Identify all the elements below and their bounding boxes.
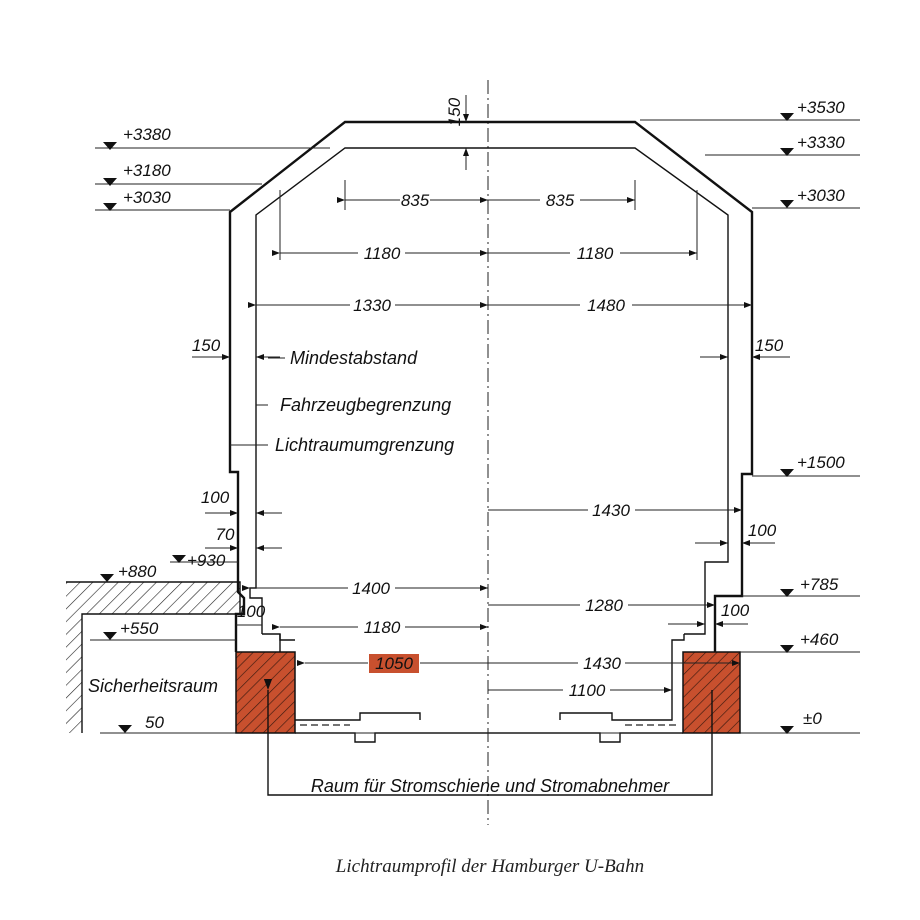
dim-1180-low: 1180 bbox=[364, 618, 401, 637]
current-rail-space-left bbox=[235, 651, 296, 734]
figure-caption: Lichtraumprofil der Hamburger U-Bahn bbox=[335, 856, 644, 877]
dim-835-right: 835 bbox=[546, 191, 575, 210]
label-mindestabstand: Mindestabstand bbox=[290, 348, 418, 368]
label-lichtraumumgrenzung: Lichtraumumgrenzung bbox=[275, 435, 454, 455]
dim-1330: 1330 bbox=[353, 296, 391, 315]
dim-1400: 1400 bbox=[352, 579, 390, 598]
dim-150-left: 150 bbox=[192, 336, 221, 355]
dimension-lines bbox=[192, 95, 790, 693]
clearance-outline bbox=[228, 120, 754, 652]
dim-835-left: 835 bbox=[401, 191, 430, 210]
level-left-930: +930 bbox=[187, 551, 226, 570]
level-right-785: +785 bbox=[800, 575, 839, 594]
dim-100-left: 100 bbox=[201, 488, 230, 507]
level-right-460: +460 bbox=[800, 630, 839, 649]
level-left-3180: +3180 bbox=[123, 161, 171, 180]
level-lines-right bbox=[640, 119, 860, 653]
level-right-3330: +3330 bbox=[797, 133, 845, 152]
dim-1180-left: 1180 bbox=[364, 244, 401, 263]
level-left-880: +880 bbox=[118, 562, 157, 581]
level-left-50: 50 bbox=[145, 713, 164, 732]
level-left-3030: +3030 bbox=[123, 188, 171, 207]
dim-100-right: 100 bbox=[748, 521, 777, 540]
dim-100-ledge: 100 bbox=[237, 602, 266, 621]
dim-1050: 1050 bbox=[375, 654, 413, 673]
dim-top-150: 150 bbox=[445, 97, 464, 126]
level-markers-left bbox=[100, 142, 186, 733]
label-fahrzeugbegrenzung: Fahrzeugbegrenzung bbox=[280, 395, 451, 415]
level-right-0: ±0 bbox=[803, 709, 822, 728]
dim-1050-highlight bbox=[369, 654, 419, 673]
level-lines-left bbox=[90, 147, 330, 641]
platform-structure bbox=[66, 581, 241, 733]
dim-1180-right: 1180 bbox=[577, 244, 614, 263]
level-right-1500: +1500 bbox=[797, 453, 845, 472]
dim-1100: 1100 bbox=[569, 681, 606, 700]
level-left-550: +550 bbox=[120, 619, 159, 638]
level-right-3030: +3030 bbox=[797, 186, 845, 205]
track-bed bbox=[295, 732, 683, 743]
vehicle-outline bbox=[249, 147, 729, 635]
dim-1480: 1480 bbox=[587, 296, 625, 315]
dim-70-left: 70 bbox=[216, 525, 235, 544]
level-markers-right bbox=[780, 113, 794, 734]
label-sicherheitsraum: Sicherheitsraum bbox=[88, 676, 218, 696]
stromschiene-label: Raum für Stromschiene und Stromabnehmer bbox=[311, 776, 670, 796]
dim-1430-low: 1430 bbox=[583, 654, 621, 673]
dim-1280: 1280 bbox=[585, 596, 623, 615]
level-right-3530: +3530 bbox=[797, 98, 845, 117]
dim-1430-mid: 1430 bbox=[592, 501, 630, 520]
level-left-3380: +3380 bbox=[123, 125, 171, 144]
dim-150-right: 150 bbox=[755, 336, 784, 355]
stromschiene-bracket bbox=[263, 678, 713, 796]
dim-100-right-low: 100 bbox=[721, 601, 750, 620]
